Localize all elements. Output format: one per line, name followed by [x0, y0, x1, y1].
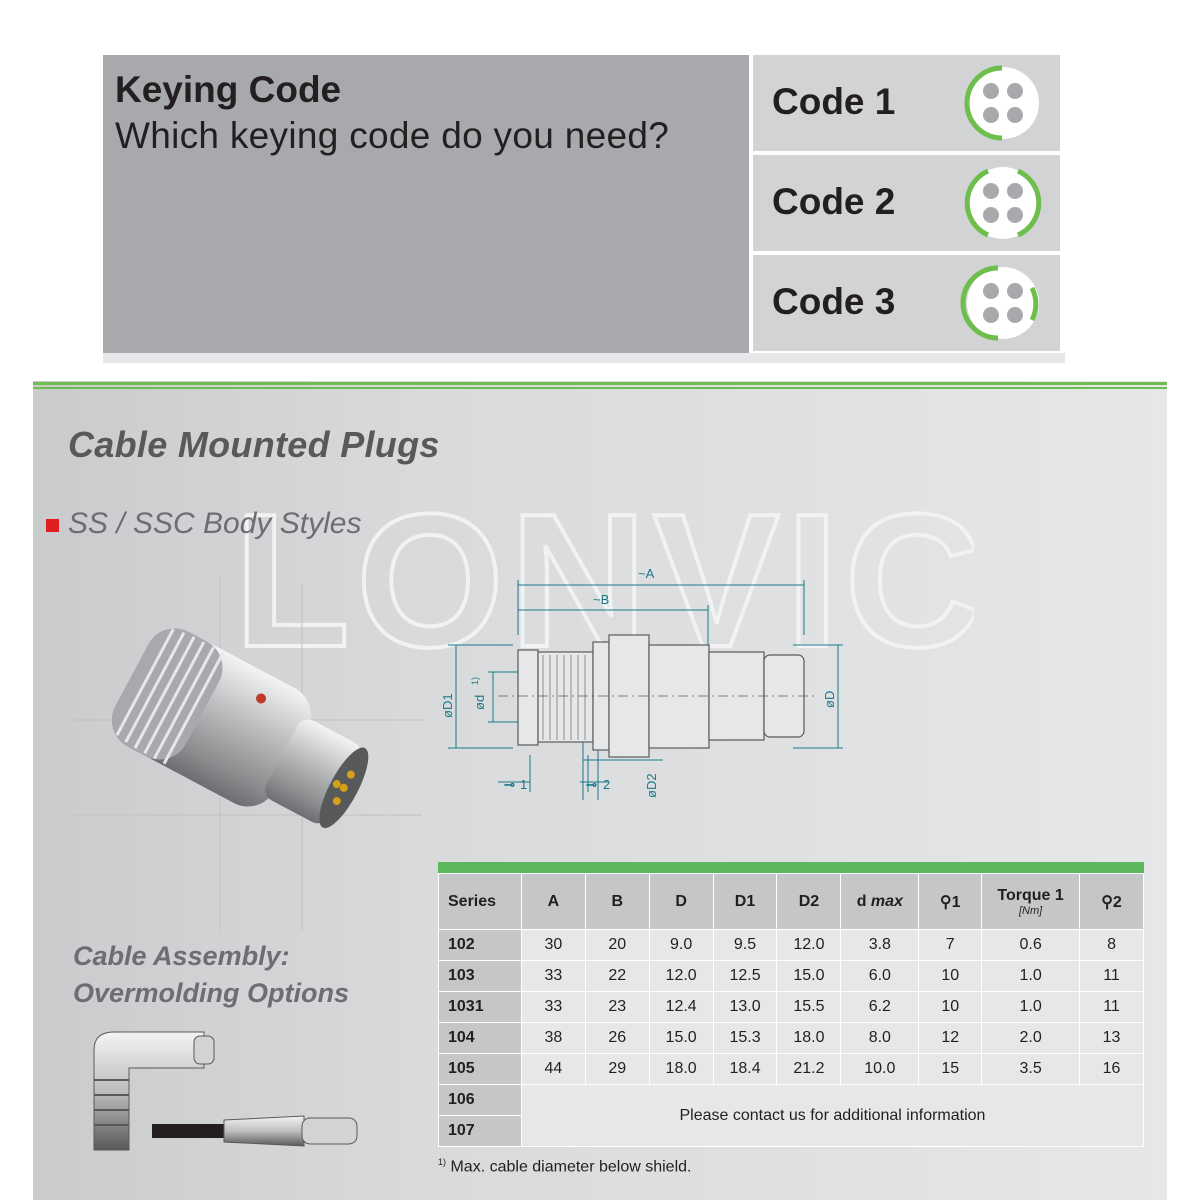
col-wrench-1: ⚲1 [918, 873, 983, 930]
section-title: Cable Mounted Plugs [68, 424, 440, 465]
col-dmax: d max [840, 873, 920, 930]
code-3-keying-icon [960, 265, 1039, 341]
code-3-option[interactable]: Code 3 [753, 255, 1060, 351]
wrench-2-icon: ⊸ [586, 777, 597, 792]
col-torque: Torque 1[Nm] [981, 873, 1081, 930]
connector-plug-photo [72, 575, 422, 930]
dim-d-label: øD [822, 691, 837, 708]
dim-d-footnote-mark: 1) [470, 677, 480, 685]
section-divider [33, 382, 1167, 385]
dimensions-table: Series A B D D1 D2 d max ⚲1 Torque 1[Nm]… [438, 873, 1145, 1147]
wrench-1-label: 1 [520, 777, 527, 792]
code-2-label: Code 2 [772, 181, 896, 222]
col-series: Series [438, 873, 522, 930]
table-footnote: 1) Max. cable diameter below shield. [438, 1157, 692, 1176]
table-row: 106 Please contact us for additional inf… [438, 1084, 1145, 1147]
keying-code-panel: Keying Code Which keying code do you nee… [103, 55, 749, 353]
wrench-1-icon: ⊸ [504, 777, 515, 792]
dim-a-label: ~A [638, 566, 655, 581]
svg-text:LONVIC: LONVIC [234, 496, 974, 656]
code-3-label: Code 3 [772, 281, 896, 322]
table-accent-band [438, 862, 1144, 873]
keying-panel-base [103, 353, 1065, 363]
table-header-row: Series A B D D1 D2 d max ⚲1 Torque 1[Nm]… [438, 873, 1144, 930]
col-a: A [520, 873, 586, 930]
code-2-keying-icon [964, 167, 1042, 239]
code-1-label: Code 1 [772, 81, 896, 122]
cable-assembly-line2: Overmolding Options [73, 978, 350, 1008]
contact-note: Please contact us for additional informa… [520, 1084, 1145, 1147]
wrench-2-header-icon: ⚲ [1101, 893, 1113, 911]
red-bullet-icon [46, 519, 59, 532]
keying-code-question: Which keying code do you need? [115, 115, 670, 156]
col-d2: D2 [776, 873, 842, 930]
body-styles-text: SS / SSC Body Styles [68, 507, 362, 540]
dim-d-small-label: ød [472, 695, 487, 710]
cable-assembly-heading: Cable Assembly: Overmolding Options [73, 938, 349, 1012]
wrench-2-label: 2 [603, 777, 610, 792]
col-d: D [648, 873, 714, 930]
col-wrench-2: ⚲2 [1079, 873, 1144, 930]
code-1-option[interactable]: Code 1 [753, 55, 1060, 151]
overmolded-cable-photo [93, 1031, 358, 1151]
table-row: 107 [438, 1115, 1144, 1147]
cable-assembly-line1: Cable Assembly: [73, 941, 290, 971]
wrench-1-header-icon: ⚲ [939, 893, 952, 911]
dim-b-label: ~B [593, 592, 609, 607]
col-d1: D1 [712, 873, 778, 930]
dim-d1-label: øD1 [440, 693, 455, 718]
body-styles-heading: SS / SSC Body Styles [46, 507, 362, 541]
col-b: B [584, 873, 650, 930]
dim-d2-label: øD2 [644, 773, 659, 798]
section-divider-thin [33, 387, 1167, 389]
code-1-keying-icon [964, 65, 1039, 141]
lonvic-watermark: LONVIC [234, 496, 974, 656]
technical-drawing: ~A ~B øD1 ød 1) øD øD2 ⊸ 1 ⊸ 2 [440, 566, 843, 800]
keying-code-title: Keying Code [115, 69, 342, 110]
code-2-option[interactable]: Code 2 [753, 155, 1060, 251]
